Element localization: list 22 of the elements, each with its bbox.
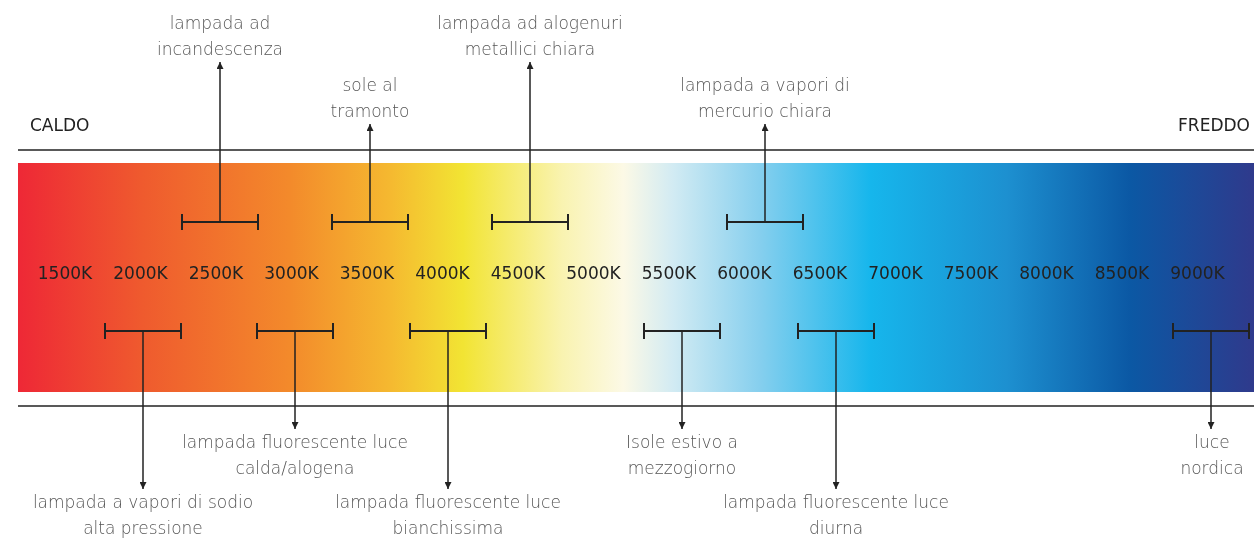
scale-end-label: FREDDO (1178, 115, 1250, 135)
light-source-label: lampada a vapori di mercurio chiara (645, 72, 885, 124)
arrow (526, 61, 534, 223)
light-source-label: lampada fluorescente luce bianchissima (323, 489, 573, 541)
arrow (1207, 330, 1215, 430)
arrow (761, 123, 769, 223)
light-source-label: luce nordica (1172, 429, 1252, 481)
arrow (832, 330, 840, 490)
light-source-label: Isole estivo a mezzogiorno (582, 429, 782, 481)
arrow (366, 123, 374, 223)
light-source-label: lampada ad alogenuri metallici chiara (415, 10, 645, 62)
light-source-label: lampada fluorescente luce diurna (711, 489, 961, 541)
light-source-label: lampada fluorescente luce calda/alogena (165, 429, 425, 481)
light-source-label: sole al tramonto (305, 72, 435, 124)
light-source-label: lampada ad incandescenza (120, 10, 320, 62)
arrow (139, 330, 147, 490)
arrow (291, 330, 299, 430)
arrow (678, 330, 686, 430)
arrow (216, 61, 224, 223)
light-source-label: lampada a vapori di sodio alta pressione (18, 489, 268, 541)
arrow (444, 330, 452, 490)
scale-end-label: CALDO (30, 115, 90, 135)
